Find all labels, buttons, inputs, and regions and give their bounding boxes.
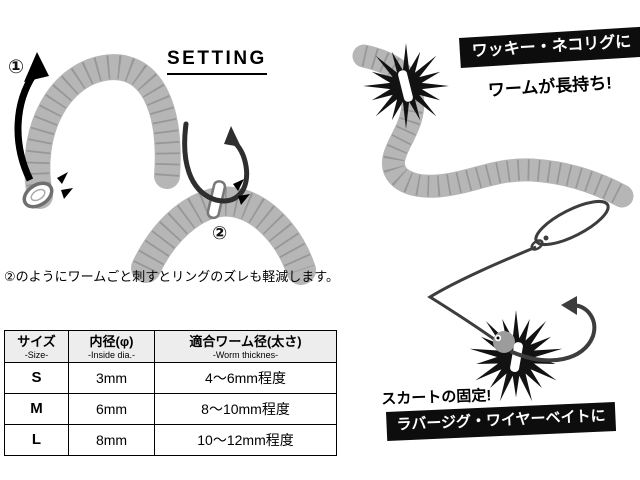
table-header-row: サイズ -Size- 内径(φ) -Inside dia.- 適合ワーム径(太さ… — [4, 330, 337, 363]
spinnerbait-illustration — [427, 199, 610, 402]
rubber-jig-banner: ラバージグ・ワイヤーベイトに — [386, 402, 617, 441]
table-row: L 8mm 10〜12mm程度 — [4, 423, 337, 456]
step1-marker: ① — [8, 57, 25, 78]
worm-ring-step1-illustration — [14, 52, 181, 209]
ring-band — [510, 342, 523, 373]
hook-through-worm-illustration — [131, 121, 316, 285]
press-mark-icon — [57, 172, 68, 184]
ring-icon — [22, 181, 54, 209]
setting-heading: SETTING — [167, 48, 267, 75]
worm-value: 8〜10mm程度 — [154, 392, 337, 425]
blade-icon — [534, 199, 610, 247]
worm-lasts-text: ワームが長持ち! — [487, 73, 613, 100]
worm-value: 4〜6mm程度 — [154, 361, 337, 394]
size-table: サイズ -Size- 内径(φ) -Inside dia.- 適合ワーム径(太さ… — [4, 330, 337, 456]
swivel-icon — [530, 239, 544, 251]
hook-icon — [510, 303, 597, 363]
worm-value: 10〜12mm程度 — [154, 423, 337, 456]
arrow-up-icon — [14, 72, 37, 182]
jig-head — [493, 331, 515, 353]
header-size: サイズ -Size- — [4, 330, 69, 363]
hook-point — [224, 126, 241, 147]
size-value: S — [4, 361, 69, 394]
wire-frame — [427, 245, 537, 346]
dia-value: 8mm — [68, 423, 155, 456]
skirt-fix-label: スカートの固定! — [381, 387, 492, 408]
press-mark-icon — [233, 179, 244, 191]
table-row: S 3mm 4〜6mm程度 — [4, 361, 337, 394]
size-value: L — [4, 423, 69, 456]
arrow-head — [24, 52, 49, 82]
ring-band — [398, 70, 413, 102]
step2-marker: ② — [212, 223, 228, 243]
wacky-banner: ワッキー・ネコリグに — [459, 26, 640, 69]
jig-eye — [494, 334, 502, 342]
table-row: M 6mm 8〜10mm程度 — [4, 392, 337, 425]
size-value: M — [4, 392, 69, 425]
ring-band — [206, 180, 227, 220]
header-inside-dia: 内径(φ) -Inside dia.- — [68, 330, 155, 363]
hook-point — [561, 296, 577, 315]
hook-icon — [182, 121, 250, 204]
dia-value: 3mm — [68, 361, 155, 394]
press-mark-icon — [238, 194, 250, 205]
spike-ring-icon — [363, 43, 449, 129]
press-mark-icon — [61, 188, 73, 199]
dia-value: 6mm — [68, 392, 155, 425]
note-text: ②のようにワームごと刺すとリングのズレも軽減します。 — [4, 269, 339, 284]
header-worm-thickness: 適合ワーム径(太さ) -Worm thicknes- — [154, 330, 337, 363]
